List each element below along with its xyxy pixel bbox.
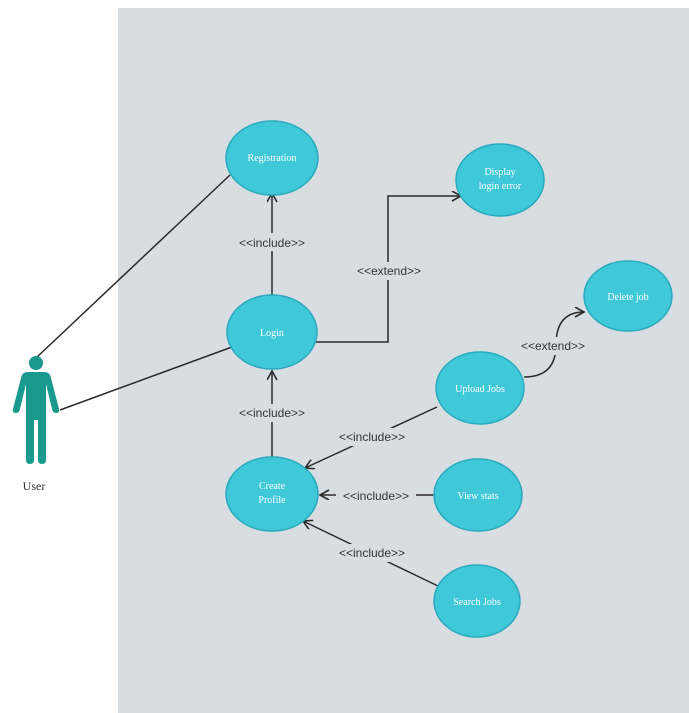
label-create-login: <<include>> <box>239 406 305 420</box>
use-case-registration-label: Registration <box>248 153 297 164</box>
use-case-delete-job: Delete job <box>583 260 673 332</box>
association-user-registration <box>35 174 231 359</box>
use-case-upload-jobs-label: Upload Jobs <box>455 384 505 395</box>
system-boundary <box>118 8 689 713</box>
actor-label: User <box>23 479 46 493</box>
use-case-registration: Registration <box>225 120 319 196</box>
use-case-view-stats-label: View stats <box>457 491 498 502</box>
use-case-login: Login <box>226 294 318 370</box>
use-case-delete-job-label: Delete job <box>607 292 648 303</box>
label-search-create: <<include>> <box>339 546 405 560</box>
association-user-login <box>59 346 233 411</box>
use-case-display-login-error-line1: Display <box>484 167 515 178</box>
label-view-create: <<include>> <box>343 489 409 503</box>
use-case-search-jobs-label: Search Jobs <box>453 597 501 608</box>
use-case-create-profile-line1: Create <box>259 481 286 492</box>
use-case-login-label: Login <box>260 328 284 339</box>
label-upload-delete: <<extend>> <box>521 339 585 353</box>
use-case-upload-jobs: Upload Jobs <box>435 351 525 425</box>
label-login-display-error: <<extend>> <box>357 264 421 278</box>
use-case-create-profile: Create Profile <box>225 456 319 532</box>
use-case-search-jobs: Search Jobs <box>433 564 521 638</box>
use-case-display-login-error: Display login error <box>455 143 545 217</box>
label-login-registration: <<include>> <box>239 236 305 250</box>
use-case-view-stats: View stats <box>433 458 523 532</box>
label-upload-create: <<include>> <box>339 430 405 444</box>
person-icon <box>12 356 60 464</box>
use-case-create-profile-line2: Profile <box>258 495 286 506</box>
use-case-display-login-error-line2: login error <box>479 181 522 192</box>
